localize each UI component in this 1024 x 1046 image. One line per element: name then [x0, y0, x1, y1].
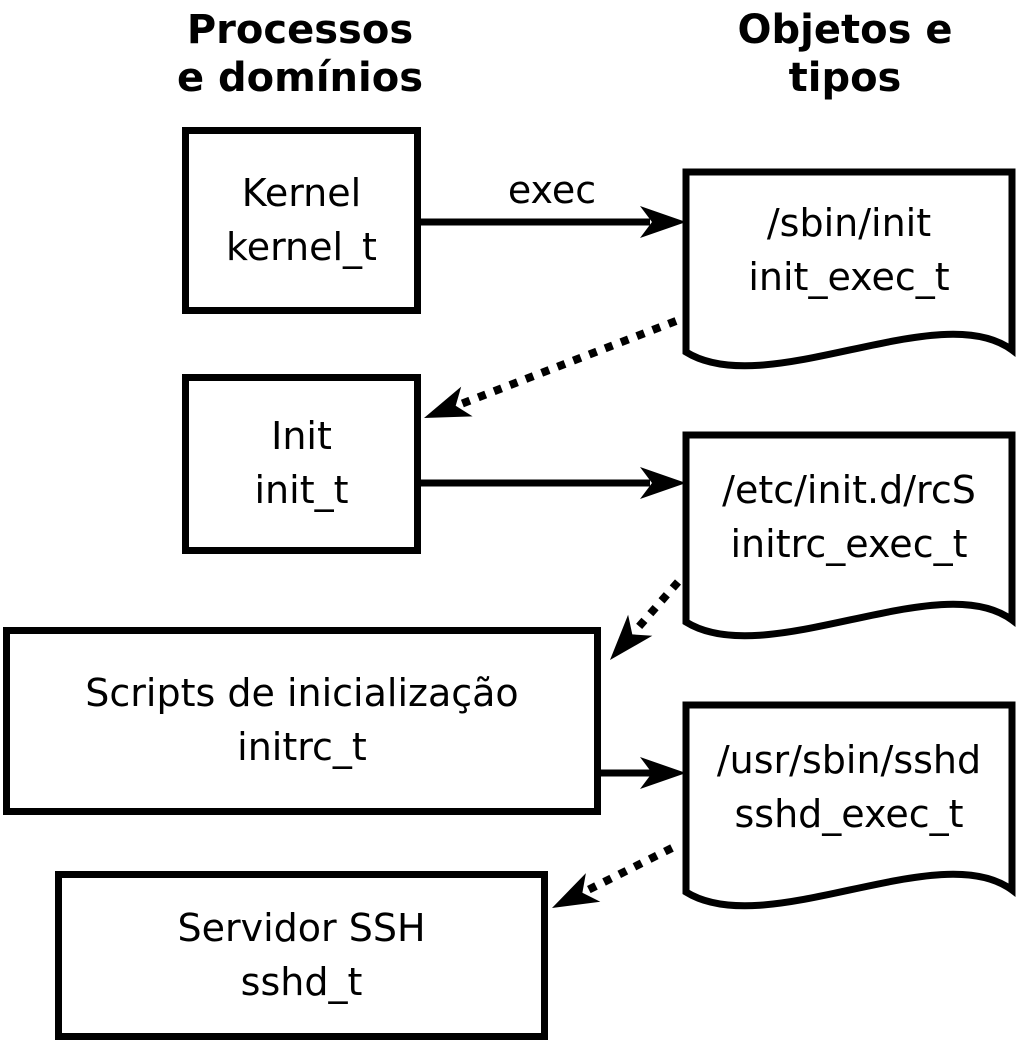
object-label-sbin-init: /sbin/init init_exec_t [686, 172, 1012, 352]
object-path: /sbin/init [766, 201, 932, 246]
document-shape-etc-initd-rcs [682, 431, 1016, 640]
object-type: initrc_exec_t [730, 521, 968, 566]
process-name: Init [271, 414, 332, 459]
column-header-objects-line1: Objetos e [737, 7, 953, 53]
process-domain: kernel_t [226, 224, 377, 269]
transition-arrow-sshd-to-servidor [586, 844, 674, 894]
arrowhead-sshd-to-servidor [552, 873, 601, 908]
process-name: Kernel [241, 170, 362, 215]
arrowhead-sbin-init-to-init [424, 386, 473, 418]
object-label-etc-initd-rcs: /etc/init.d/rcS initrc_exec_t [686, 435, 1012, 622]
document-shape-usr-sbin-sshd [682, 701, 1016, 910]
process-box-sshd: Servidor SSH sshd_t [55, 871, 548, 1040]
transition-arrow-rcs-to-initrc [632, 579, 682, 633]
column-header-objects-line2: tipos [788, 55, 902, 101]
arrowhead-kernel-to-sbin-init [640, 206, 686, 238]
arrowhead-rcs-to-initrc [610, 614, 653, 660]
object-path: /usr/sbin/sshd [716, 737, 982, 782]
transition-arrow-sbin-init-to-init [459, 317, 678, 408]
object-path: /etc/init.d/rcS [722, 467, 976, 512]
object-label-usr-sbin-sshd: /usr/sbin/sshd sshd_exec_t [686, 705, 1012, 892]
process-box-init: Init init_t [182, 374, 421, 554]
arrowhead-initrc-to-sshd [640, 757, 686, 789]
object-type: sshd_exec_t [734, 791, 964, 836]
object-type: init_exec_t [748, 255, 950, 299]
arrowhead-init-to-rcs [640, 467, 686, 499]
process-domain: initrc_t [237, 725, 367, 769]
process-name: Scripts de inicialização [85, 671, 519, 716]
column-header-objects: Objetos e tipos [641, 6, 1024, 102]
process-box-initrc: Scripts de inicialização initrc_t [3, 627, 601, 815]
column-header-processes-line1: Processos [186, 7, 414, 53]
document-shape-sbin-init [682, 168, 1016, 370]
process-domain: sshd_t [240, 959, 363, 1004]
column-header-processes-line2: e domínios [176, 55, 424, 101]
process-name: Servidor SSH [177, 905, 426, 950]
process-box-kernel: Kernel kernel_t [182, 127, 421, 314]
process-domain: init_t [254, 468, 349, 512]
exec-arrow-label: exec [507, 168, 597, 212]
column-header-processes: Processos e domínios [96, 6, 504, 102]
